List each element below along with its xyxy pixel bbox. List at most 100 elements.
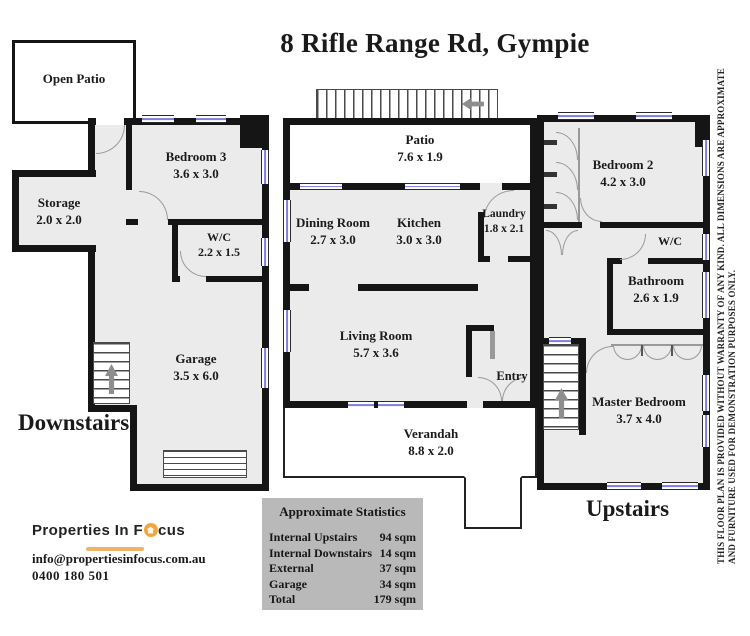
room-dims: 5.7 x 3.6 <box>353 345 399 360</box>
stats-header: Approximate Statistics <box>279 504 406 519</box>
room-name: W/C <box>207 230 231 244</box>
room-label-bedroom3: Bedroom 3 3.6 x 3.0 <box>136 148 256 182</box>
room-label-master: Master Bedroom 3.7 x 4.0 <box>578 393 700 427</box>
window <box>636 112 672 120</box>
stairs-patio <box>316 89 498 119</box>
window <box>702 234 710 260</box>
wall <box>544 222 582 228</box>
robe-divider <box>671 345 673 356</box>
wall <box>478 256 490 262</box>
room-name: Master Bedroom <box>592 394 686 409</box>
verandah-steps <box>464 476 522 529</box>
wall <box>612 258 622 264</box>
room-label-bedroom2: Bedroom 2 4.2 x 3.0 <box>562 156 684 190</box>
room-label-wc-up: W/C <box>646 233 694 250</box>
room-label-patio: Patio 7.6 x 1.9 <box>360 131 480 165</box>
room-label-wc-down: W/C 2.2 x 1.5 <box>176 230 262 260</box>
room-dims: 3.5 x 6.0 <box>173 368 219 383</box>
room-label-kitchen: Kitchen 3.0 x 3.0 <box>360 214 478 248</box>
stats-row: Internal Upstairs 94 sqm <box>269 530 416 546</box>
wall <box>126 125 132 190</box>
window <box>283 310 291 352</box>
robe-shelf <box>544 204 557 209</box>
stat-value: 34 sqm <box>379 576 416 591</box>
room-dims: 2.6 x 1.9 <box>633 290 679 305</box>
wall <box>466 325 494 331</box>
door-opening <box>96 118 124 125</box>
room-dims: 3.0 x 3.0 <box>396 232 442 247</box>
room-name: Open Patio <box>42 71 106 86</box>
robe-shelf <box>544 172 557 177</box>
room-dims: 1.8 x 2.1 <box>483 223 525 235</box>
room-open-patio <box>12 40 136 124</box>
door-opening <box>480 183 502 190</box>
room-dims: 2.0 x 2.0 <box>36 212 82 227</box>
window <box>261 238 269 266</box>
contact-email: info@propertiesinfocus.com.au <box>32 551 206 566</box>
floor-label-downstairs: Downstairs <box>18 410 130 435</box>
room-dims: 8.8 x 2.0 <box>408 443 454 458</box>
window <box>196 115 226 123</box>
room-name: Bedroom 2 <box>592 157 654 172</box>
room-label-laundry: Laundry 1.8 x 2.1 <box>468 207 540 237</box>
room-dims: 2.7 x 3.0 <box>310 232 356 247</box>
window <box>261 348 269 388</box>
room-name: Storage <box>37 195 81 210</box>
room-verandah <box>283 408 537 478</box>
door-opening <box>180 276 206 282</box>
wall <box>240 115 269 148</box>
room-storage <box>12 170 96 252</box>
wall <box>508 256 537 262</box>
wall <box>172 225 178 282</box>
window <box>702 272 710 318</box>
room-label-dining: Dining Room 2.7 x 3.0 <box>273 214 393 248</box>
window <box>405 183 460 190</box>
room-patio <box>290 125 530 183</box>
room-label-storage: Storage 2.0 x 2.0 <box>14 194 104 228</box>
room-name: Garage <box>175 351 217 366</box>
window <box>702 375 710 411</box>
wall <box>600 222 703 228</box>
wall <box>478 212 484 262</box>
wall <box>695 115 710 147</box>
wall <box>490 331 495 359</box>
disclaimer-line-1: THIS FLOOR PLAN IS PROVIDED WITHOUT WARR… <box>716 67 726 564</box>
room-label-living: Living Room 5.7 x 3.6 <box>316 327 436 361</box>
wardrobe-front <box>578 128 580 222</box>
door-opening <box>138 219 168 225</box>
room-dims: 3.6 x 3.0 <box>173 166 219 181</box>
floor-label-upstairs: Upstairs <box>586 496 670 521</box>
room-name: Dining Room <box>295 215 371 230</box>
window <box>662 482 698 490</box>
stat-value: 179 sqm <box>373 592 416 606</box>
room-dims: 7.6 x 1.9 <box>397 149 443 164</box>
window <box>142 115 174 123</box>
house-icon <box>146 526 155 534</box>
window <box>702 140 710 176</box>
room-label-bathroom: Bathroom 2.6 x 1.9 <box>598 272 714 306</box>
room-name: Living Room <box>339 328 413 343</box>
wall <box>126 219 269 225</box>
wall <box>648 258 703 264</box>
brand-logo: Properties In F cus <box>32 522 185 539</box>
stats-row: Garage 34 sqm <box>269 577 416 593</box>
stats-row: Total 179 sqm <box>269 592 416 608</box>
logo-tagline <box>86 547 144 551</box>
wall <box>466 325 472 377</box>
room-name: Bathroom <box>627 273 685 288</box>
wall <box>579 338 586 435</box>
room-name: W/C <box>658 234 682 248</box>
robe-shelf <box>544 140 557 145</box>
window <box>261 150 269 184</box>
window <box>283 200 291 242</box>
stats-row: External 37 sqm <box>269 561 416 577</box>
stats-panel: Approximate Statistics Internal Upstairs… <box>262 498 423 610</box>
logo-text-2: cus <box>158 522 186 539</box>
logo-text-1: Properties In F <box>32 522 144 539</box>
stat-value: 94 sqm <box>379 530 416 544</box>
garage-door <box>163 450 247 478</box>
room-dims: 4.2 x 3.0 <box>600 174 646 189</box>
wall <box>607 329 703 335</box>
room-label-verandah: Verandah 8.8 x 2.0 <box>372 425 490 459</box>
window <box>558 112 594 120</box>
